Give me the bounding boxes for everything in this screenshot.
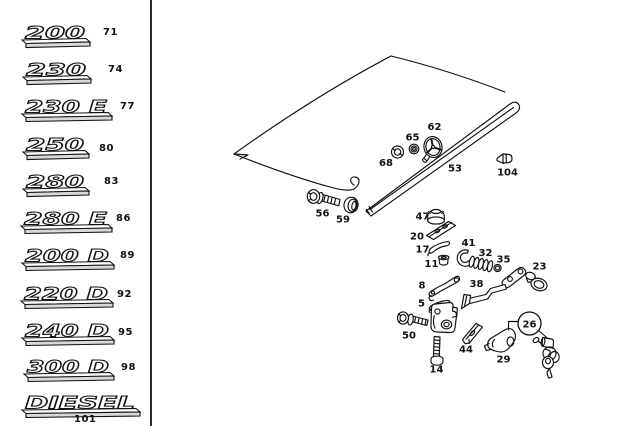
badge-ref-89: 89 bbox=[120, 250, 135, 261]
badge-text: 280 E bbox=[24, 210, 108, 230]
badge-baseplate-front bbox=[24, 227, 113, 235]
lock-housing bbox=[483, 327, 517, 353]
part-label-50: 50 bbox=[402, 331, 416, 342]
slotted-ring-nut bbox=[390, 145, 405, 159]
badge-baseplate-front bbox=[25, 339, 115, 347]
part-label-38: 38 bbox=[470, 279, 484, 290]
badge-ref-83: 83 bbox=[104, 176, 119, 187]
badge-text: 250 bbox=[26, 136, 84, 156]
part-label-59: 59 bbox=[336, 215, 350, 226]
badge-ref-98: 98 bbox=[121, 362, 136, 373]
badge-baseplate-front bbox=[26, 153, 90, 161]
striker-clip bbox=[461, 322, 484, 345]
badge-ref-95: 95 bbox=[118, 327, 133, 338]
bushing bbox=[437, 254, 450, 266]
badge-baseplate-front bbox=[25, 41, 91, 49]
badge-baseplate-front bbox=[25, 264, 115, 272]
badge-baseplate-front bbox=[24, 302, 114, 310]
badge-text: 230 bbox=[26, 61, 86, 81]
shim-plate bbox=[425, 220, 457, 241]
part-label-53: 53 bbox=[448, 164, 462, 175]
badge-ref-92: 92 bbox=[117, 289, 132, 300]
badge-text: 220 D bbox=[24, 285, 108, 305]
badge-230: 230 bbox=[21, 59, 93, 91]
badge-diesel: DIESEL bbox=[20, 391, 142, 423]
part-label-35: 35 bbox=[497, 255, 511, 266]
part-label-17: 17 bbox=[416, 245, 430, 256]
mount-screw bbox=[430, 335, 444, 366]
part-label-5: 5 bbox=[418, 299, 425, 310]
badge-text: 280 bbox=[26, 173, 84, 193]
badge-text: 200 bbox=[25, 24, 85, 44]
badge-text: 230 E bbox=[25, 98, 108, 118]
part-label-104: 104 bbox=[497, 168, 518, 179]
part-label-23: 23 bbox=[533, 262, 547, 273]
clip-plug bbox=[496, 153, 513, 165]
badge-baseplate-front bbox=[25, 411, 141, 419]
part-label-26: 26 bbox=[523, 320, 537, 331]
part-label-29: 29 bbox=[497, 355, 511, 366]
part-label-44: 44 bbox=[459, 345, 473, 356]
badge-baseplate-front bbox=[27, 375, 115, 383]
badge-ref-80: 80 bbox=[99, 143, 114, 154]
badge-ref-74: 74 bbox=[108, 64, 123, 75]
linkage-rod bbox=[460, 266, 527, 310]
latch-body bbox=[430, 301, 458, 334]
coil-spring bbox=[468, 255, 494, 273]
badge-text: 240 D bbox=[25, 322, 109, 342]
badge-baseplate-front bbox=[25, 115, 113, 123]
star-emblem bbox=[421, 135, 443, 163]
badge-baseplate-front bbox=[26, 190, 90, 198]
part-label-20: 20 bbox=[410, 232, 424, 243]
trim-strip bbox=[365, 101, 521, 217]
badge-text: 200 D bbox=[25, 247, 109, 267]
part-label-32: 32 bbox=[479, 248, 493, 259]
part-label-11: 11 bbox=[425, 259, 439, 270]
badge-250: 250 bbox=[21, 134, 91, 166]
column-divider-line bbox=[150, 0, 152, 426]
part-label-56: 56 bbox=[316, 209, 330, 220]
part-label-41: 41 bbox=[462, 238, 476, 249]
emblem-screw bbox=[306, 189, 341, 207]
callout-labels: 56 59 68 65 62 53 104 47 20 17 11 41 32 … bbox=[316, 122, 547, 376]
hook-clip bbox=[427, 241, 451, 257]
grommet-washer bbox=[408, 143, 420, 155]
badge-ref-101: 101 bbox=[74, 414, 97, 425]
badge-ref-71: 71 bbox=[103, 27, 118, 38]
buffer-grommet bbox=[343, 196, 359, 214]
badge-200D: 200 D bbox=[20, 245, 116, 277]
part-label-14: 14 bbox=[430, 365, 444, 376]
badge-text: 300 D bbox=[27, 358, 109, 378]
cap-nut bbox=[427, 208, 445, 225]
part-label-62: 62 bbox=[428, 122, 442, 133]
release-lever bbox=[428, 275, 461, 302]
latch-bolt bbox=[396, 311, 429, 327]
badge-240D: 240 D bbox=[20, 320, 116, 352]
badge-ref-77: 77 bbox=[120, 101, 135, 112]
badge-220D: 220 D bbox=[19, 283, 115, 315]
small-ring bbox=[493, 263, 502, 273]
badge-300D: 300 D bbox=[22, 356, 116, 388]
part-label-68: 68 bbox=[379, 158, 393, 169]
badge-280: 280 bbox=[21, 171, 91, 203]
badge-230E: 230 E bbox=[20, 96, 114, 128]
badge-text: DIESEL bbox=[25, 394, 135, 414]
part-label-65: 65 bbox=[406, 133, 420, 144]
badge-ref-86: 86 bbox=[116, 213, 131, 224]
callout-balloon-26: 26 bbox=[507, 311, 550, 341]
lock-cylinder-and-keys bbox=[532, 336, 560, 379]
badge-280E: 280 E bbox=[19, 208, 114, 240]
badge-baseplate-front bbox=[26, 78, 92, 86]
part-label-47: 47 bbox=[416, 212, 430, 223]
trunk-lid-outline bbox=[233, 55, 506, 191]
badge-200: 200 bbox=[20, 22, 92, 54]
flange-bolt bbox=[525, 271, 548, 292]
part-label-8: 8 bbox=[419, 281, 426, 292]
